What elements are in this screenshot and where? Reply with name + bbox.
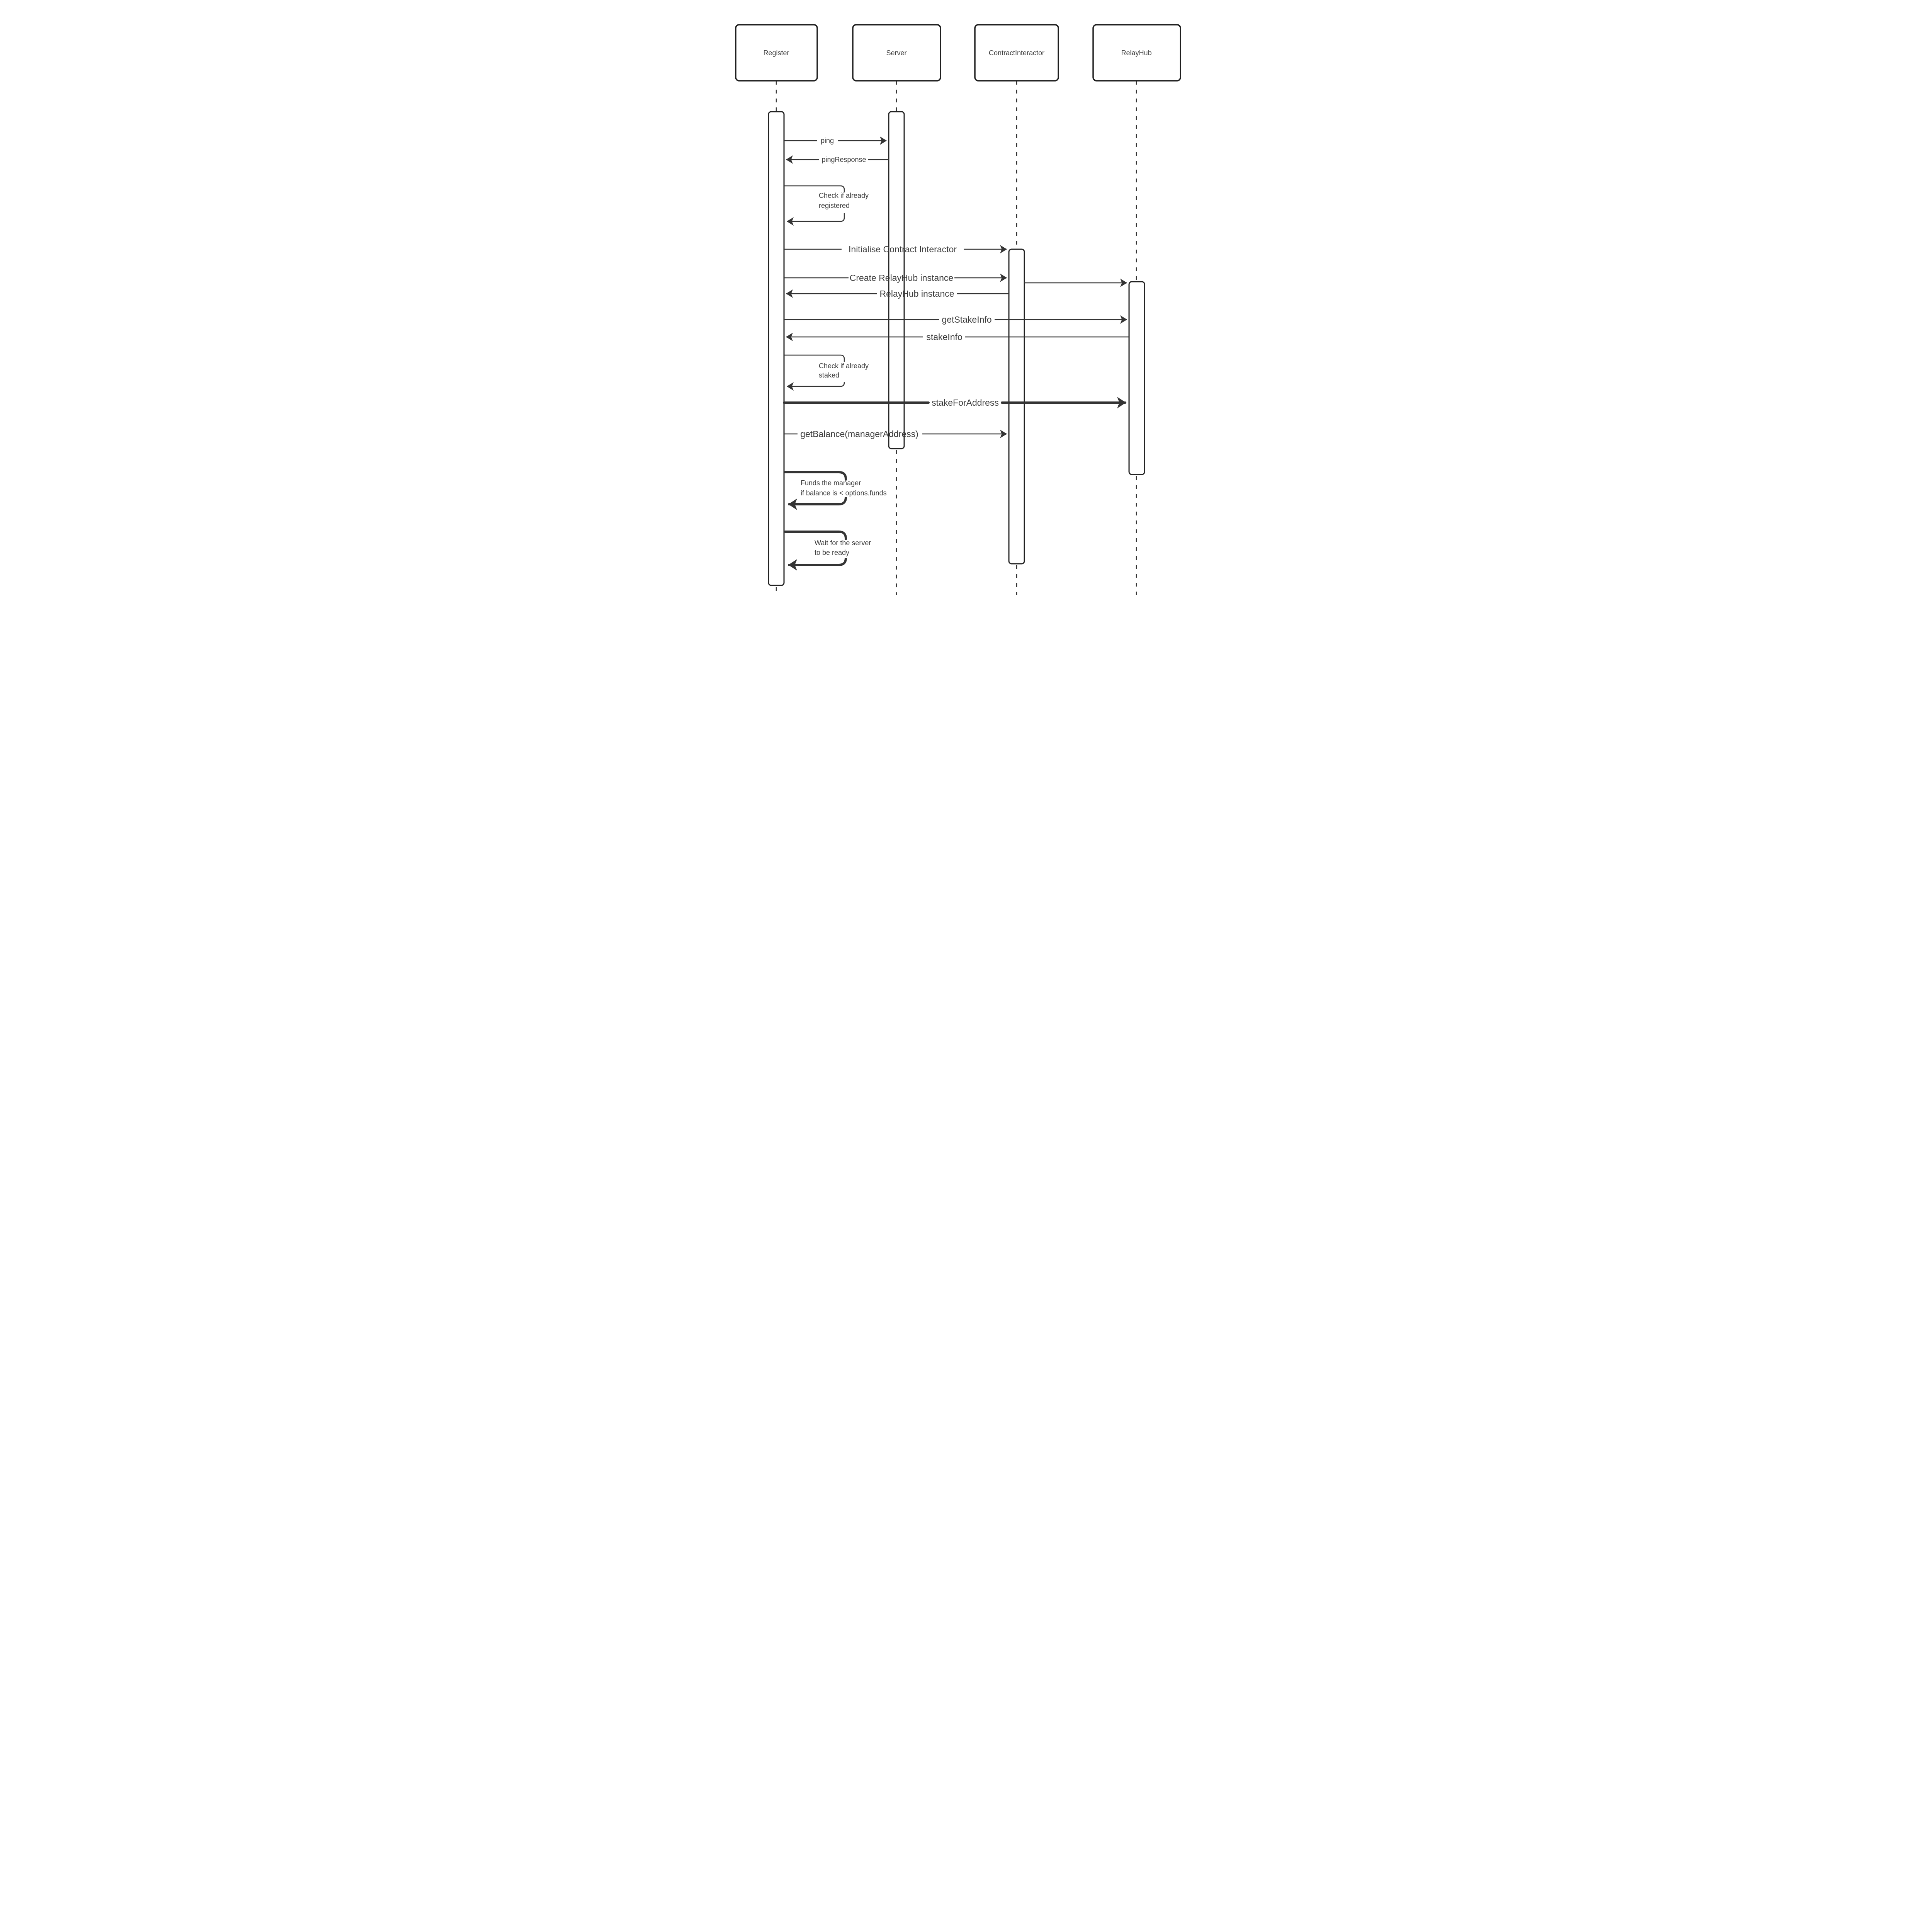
message-initialise-contract-interactor: Initialise Contract Interactor — [784, 244, 1007, 254]
self-message-wait-server-line1: Wait for the server — [815, 539, 871, 547]
self-message-check-registered: Check if already registered — [784, 185, 869, 226]
self-message-funds-manager: Funds the manager if balance is < option… — [784, 471, 887, 510]
self-message-wait-server: Wait for the server to be ready — [784, 531, 871, 571]
message-get-stake-info-label: getStakeInfo — [942, 315, 992, 325]
actor-contractinteractor-label: ContractInteractor — [988, 49, 1044, 57]
message-ping-label: ping — [820, 137, 833, 145]
actor-register: Register — [735, 24, 818, 82]
self-message-check-staked-line1: Check if already — [819, 362, 869, 370]
message-stake-info: stakeInfo — [786, 332, 1129, 342]
actor-relayhub-box — [1092, 24, 1181, 82]
activation-bar-relayhub — [1128, 281, 1145, 475]
actor-relayhub: RelayHub — [1092, 24, 1181, 82]
message-relayhub-instance: RelayHub instance — [786, 289, 1009, 299]
activation-bar-server — [888, 111, 905, 449]
message-ping-response: pingResponse — [786, 155, 889, 164]
actor-contractinteractor: ContractInteractor — [974, 24, 1059, 82]
actor-contractinteractor-box — [974, 24, 1059, 82]
actor-server-label: Server — [886, 49, 906, 57]
message-stake-for-address-label: stakeForAddress — [932, 398, 999, 408]
self-message-funds-manager-line2: if balance is < options.funds — [801, 489, 887, 497]
actor-register-box — [735, 24, 818, 82]
message-get-balance: getBalance(managerAddress) — [784, 429, 1007, 439]
activation-bar-contractinteractor — [1008, 248, 1025, 565]
sequence-diagram-canvas: Register Server ContractInteractor Relay… — [720, 0, 1212, 595]
message-stake-for-address: stakeForAddress — [782, 397, 1126, 408]
message-create-relayhub-instance-label: Create RelayHub instance — [849, 273, 953, 283]
message-get-stake-info: getStakeInfo — [784, 315, 1127, 325]
self-message-wait-server-line2: to be ready — [815, 549, 849, 556]
message-ping: ping — [784, 136, 887, 145]
self-message-check-staked-line2: staked — [819, 371, 839, 379]
message-create-relayhub-instance: Create RelayHub instance — [784, 273, 1007, 283]
message-get-balance-label: getBalance(managerAddress) — [800, 429, 918, 439]
message-ping-response-label: pingResponse — [821, 156, 866, 163]
message-relayhub-instance-label: RelayHub instance — [879, 289, 954, 299]
self-message-check-staked: Check if already staked — [784, 354, 869, 391]
sequence-diagram: Register Server ContractInteractor Relay… — [735, 24, 1181, 595]
self-message-check-registered-line2: registered — [819, 202, 850, 209]
actor-register-label: Register — [763, 49, 789, 57]
message-stake-info-label: stakeInfo — [926, 332, 962, 342]
activation-bar-register — [768, 111, 784, 586]
actor-relayhub-label: RelayHub — [1121, 49, 1151, 57]
self-message-funds-manager-line1: Funds the manager — [801, 479, 861, 487]
message-initialise-contract-interactor-label: Initialise Contract Interactor — [849, 244, 957, 254]
self-message-check-registered-line1: Check if already — [819, 192, 869, 199]
actor-server-box — [852, 24, 941, 82]
actor-server: Server — [852, 24, 941, 82]
